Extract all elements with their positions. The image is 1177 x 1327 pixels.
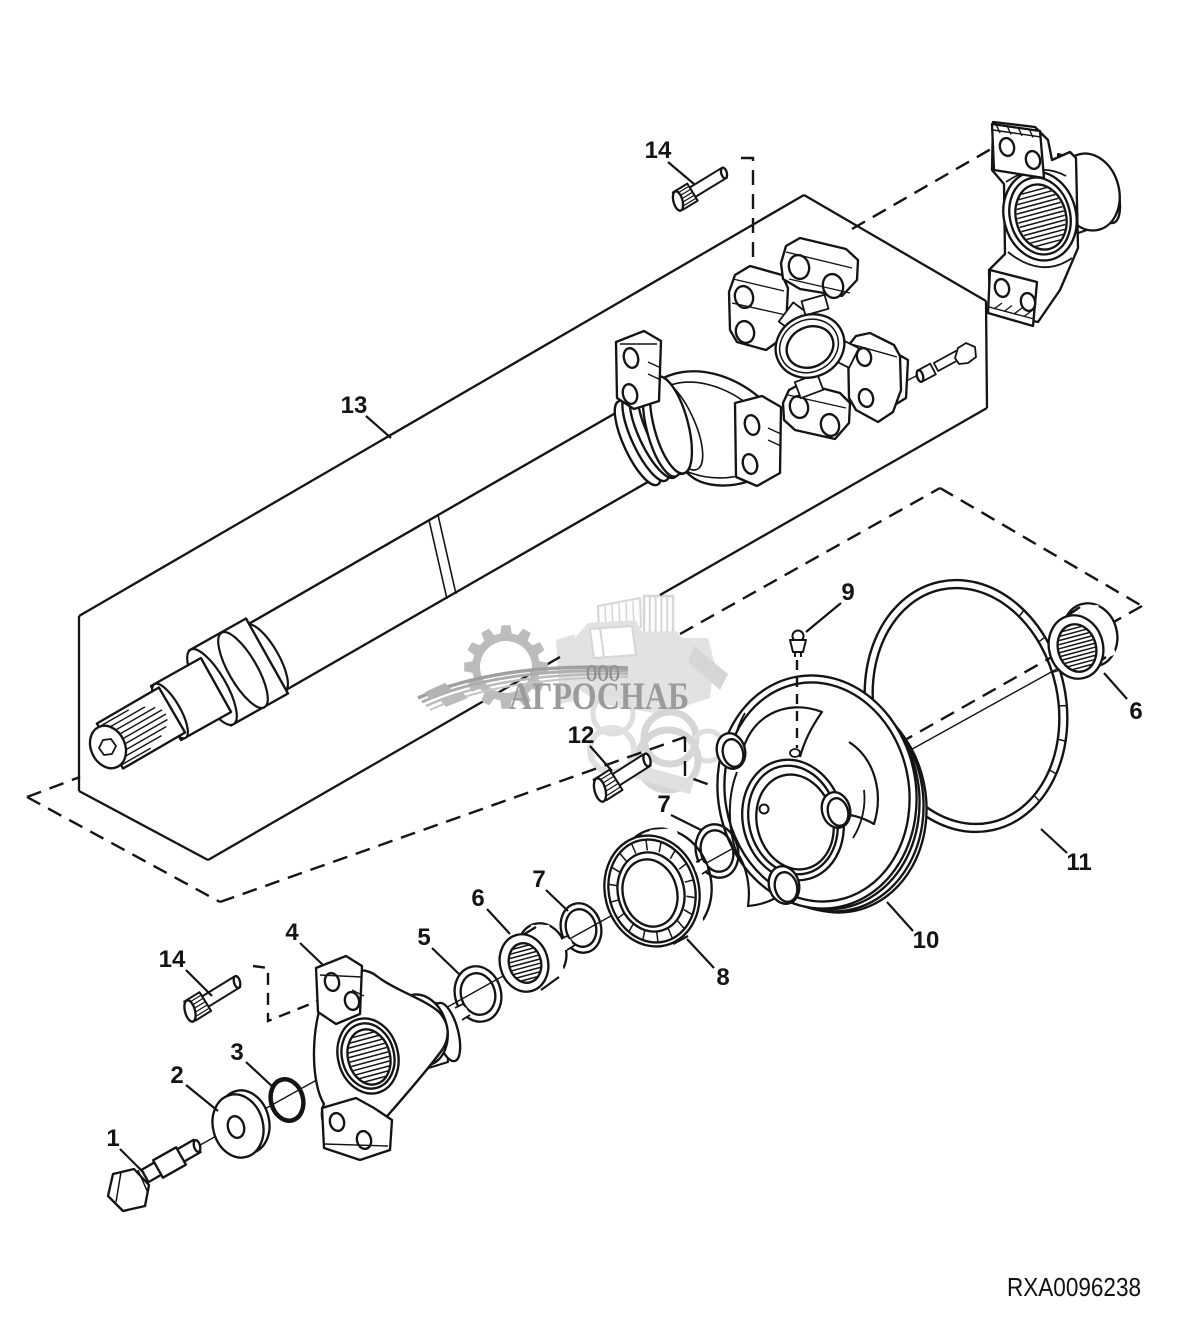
svg-text:3: 3	[230, 1039, 243, 1066]
svg-text:RXA0096238: RXA0096238	[1007, 1272, 1141, 1302]
svg-text:12: 12	[568, 722, 595, 749]
svg-text:9: 9	[841, 579, 854, 606]
svg-text:14: 14	[159, 946, 186, 973]
svg-text:6: 6	[1129, 698, 1142, 725]
svg-text:10: 10	[913, 927, 940, 954]
svg-text:8: 8	[716, 964, 729, 991]
svg-text:4: 4	[285, 919, 299, 946]
svg-text:13: 13	[341, 392, 368, 419]
svg-text:7: 7	[532, 866, 545, 893]
svg-text:11: 11	[1066, 849, 1091, 876]
svg-text:7: 7	[657, 791, 670, 818]
svg-text:АГРОСНАБ: АГРОСНАБ	[509, 675, 689, 718]
svg-text:ООО: ООО	[586, 661, 620, 687]
svg-text:2: 2	[170, 1062, 183, 1089]
svg-text:1: 1	[106, 1125, 119, 1152]
svg-text:14: 14	[645, 137, 672, 164]
svg-text:5: 5	[417, 924, 430, 951]
svg-text:6: 6	[471, 885, 484, 912]
